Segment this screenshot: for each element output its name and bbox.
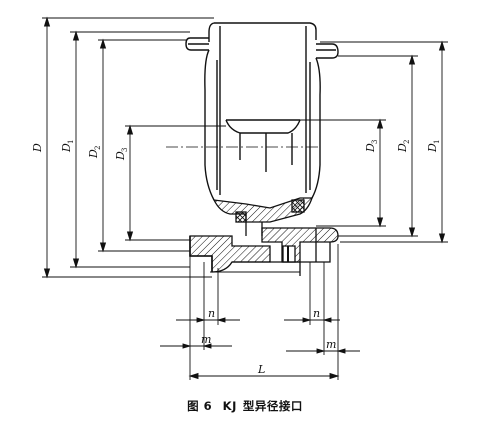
figure-caption: 图 6 KJ 型异径接口 <box>0 398 490 414</box>
dim-label-D3-right: D 3 <box>364 140 379 153</box>
dim-label-n-right: n <box>313 307 320 320</box>
svg-text:D: D <box>60 143 73 153</box>
bottom-dimension-lines <box>160 244 360 380</box>
figure-model: KJ <box>222 399 237 413</box>
svg-text:D: D <box>364 143 377 153</box>
svg-text:3: 3 <box>371 140 379 144</box>
dim-label-n-left: n <box>208 307 215 320</box>
dim-label-D2-left: D 2 <box>87 146 102 159</box>
svg-text:3: 3 <box>121 148 129 152</box>
coupling-body-outline <box>185 22 339 201</box>
right-dimension-lines <box>300 40 448 244</box>
dim-label-L: L <box>257 363 265 376</box>
dim-label-m-left: m <box>201 333 211 346</box>
svg-text:D: D <box>396 143 409 153</box>
dim-label-D1-right: D 1 <box>426 140 441 153</box>
svg-text:1: 1 <box>67 140 75 144</box>
dim-label-D3-left: D 3 <box>114 148 129 161</box>
svg-text:2: 2 <box>94 146 102 150</box>
dim-label-D2-right: D 2 <box>396 140 411 153</box>
figure-number: 图 6 <box>187 399 213 413</box>
dim-label-D1-left: D 1 <box>60 140 75 153</box>
figure-title: 型异径接口 <box>242 399 303 413</box>
svg-text:2: 2 <box>403 140 411 144</box>
dim-label-m-right: m <box>326 338 336 351</box>
svg-text:D: D <box>87 149 100 159</box>
svg-text:D: D <box>114 151 127 161</box>
svg-text:1: 1 <box>433 140 441 144</box>
coupling-section-view <box>189 197 339 276</box>
svg-text:D: D <box>426 143 439 153</box>
left-dimension-lines <box>42 16 226 279</box>
dim-label-D: D <box>31 143 44 153</box>
